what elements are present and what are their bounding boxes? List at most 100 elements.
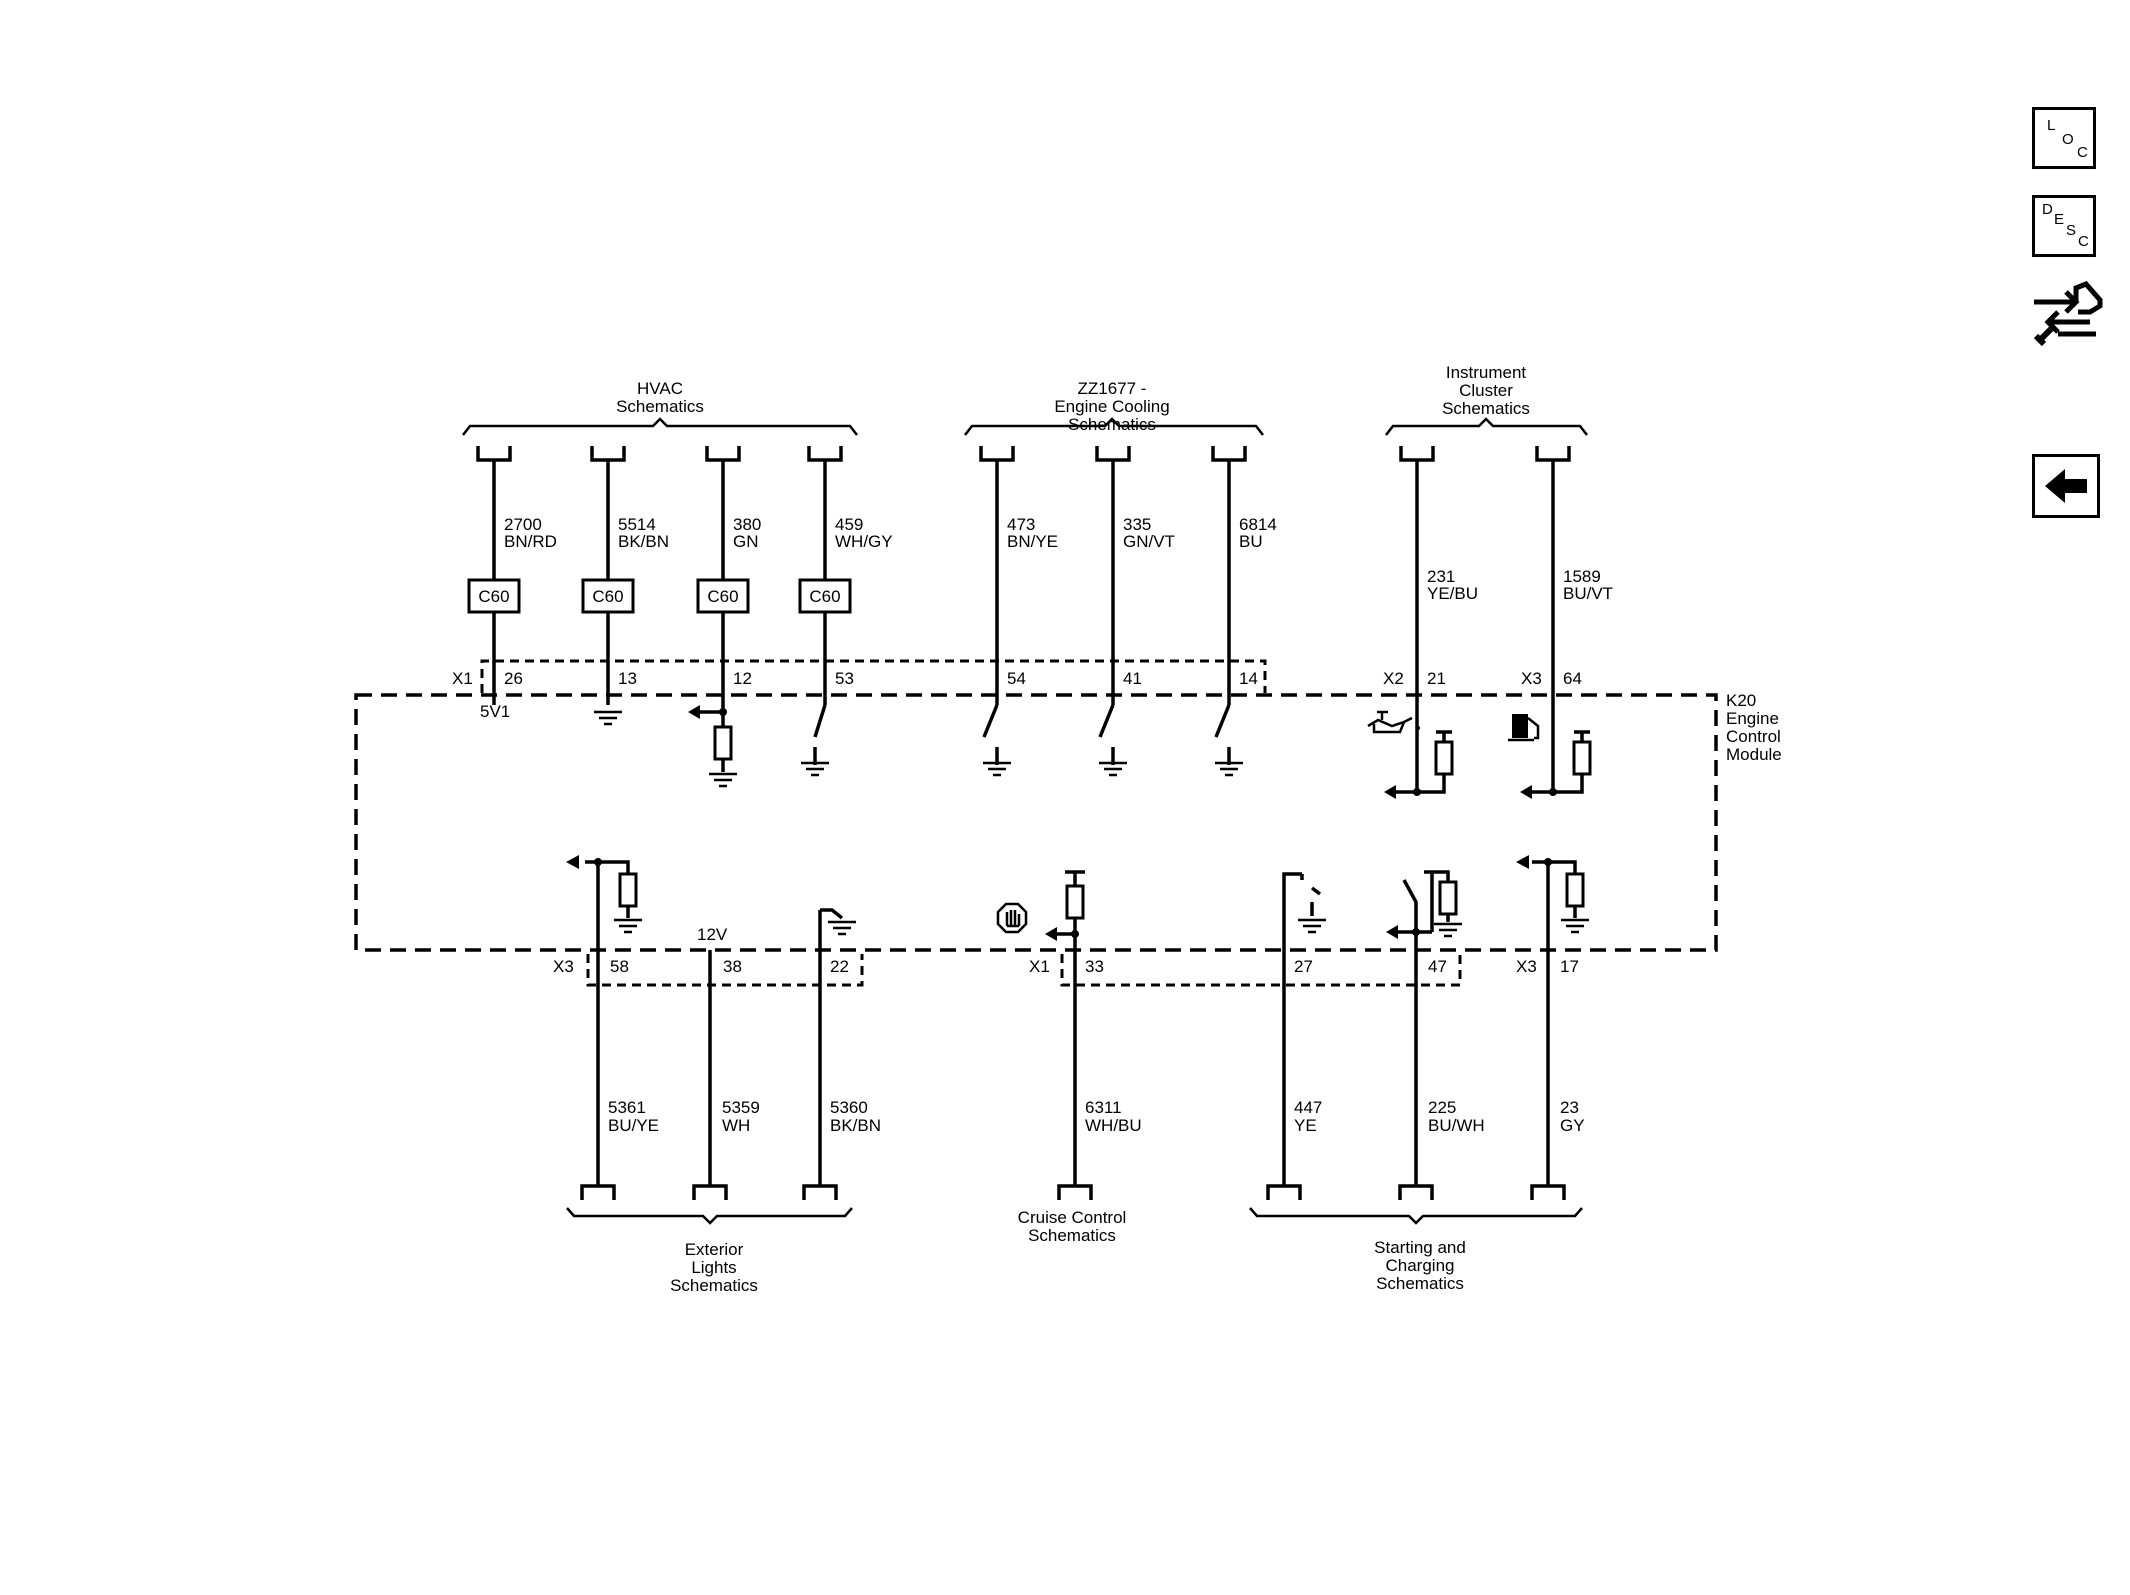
pin-number: 22 bbox=[830, 957, 849, 976]
circuit-color: BK/BN bbox=[618, 532, 669, 551]
back-button[interactable] bbox=[2032, 454, 2100, 518]
pin-number: 27 bbox=[1294, 957, 1313, 976]
desc-letter-1: D bbox=[2042, 201, 2053, 218]
starting-label-2: Charging bbox=[1386, 1256, 1455, 1275]
circuit-color: GY bbox=[1560, 1116, 1585, 1135]
pin-33-circuit bbox=[1045, 870, 1085, 1020]
pin-58-circuit bbox=[566, 855, 642, 934]
circuit-color: BU/WH bbox=[1428, 1116, 1485, 1135]
cruise-label-1: Cruise Control bbox=[1018, 1208, 1127, 1227]
circuit-number: 5514 bbox=[618, 515, 656, 534]
circuit-number: 335 bbox=[1123, 515, 1151, 534]
circuit-number: 5361 bbox=[608, 1098, 646, 1117]
desc-button[interactable]: D E S C bbox=[2032, 195, 2096, 257]
pin-number: 17 bbox=[1560, 957, 1579, 976]
pin-number: 47 bbox=[1428, 957, 1447, 976]
pin-22-circuit bbox=[818, 908, 856, 950]
cluster-label-1: Instrument bbox=[1446, 363, 1527, 382]
circuit-number: 6814 bbox=[1239, 515, 1277, 534]
x3-bottom-connector-body bbox=[586, 954, 864, 987]
cluster-label-3: Schematics bbox=[1442, 399, 1530, 418]
switch-to-ground-41 bbox=[1098, 704, 1127, 777]
c60-label-1: C60 bbox=[478, 587, 509, 606]
bottom-wires bbox=[596, 862, 1550, 1186]
circuit-color: GN/VT bbox=[1123, 532, 1175, 551]
loc-button[interactable]: L O C bbox=[2032, 107, 2096, 169]
supply-5v-label: 5V1 bbox=[480, 702, 510, 721]
exterior-label-2: Lights bbox=[691, 1258, 736, 1277]
circuit-number: 2700 bbox=[504, 515, 542, 534]
loc-letter-2: O bbox=[2062, 131, 2074, 148]
x2-top-connector-id: X2 bbox=[1383, 669, 1404, 688]
exterior-label-1: Exterior bbox=[685, 1240, 744, 1259]
cluster-brace bbox=[1385, 417, 1588, 436]
hvac-brace bbox=[462, 417, 858, 436]
cruise-label-2: Schematics bbox=[1028, 1226, 1116, 1245]
circuit-number: 380 bbox=[733, 515, 761, 534]
bottom-pin-labels: X3 58 38 22 X1 33 27 47 X3 17 bbox=[553, 957, 1579, 976]
pin-number: 26 bbox=[504, 669, 523, 688]
x1-bottom-connector-id: X1 bbox=[1029, 957, 1050, 976]
circuit-color: WH bbox=[722, 1116, 750, 1135]
pin-number: 58 bbox=[610, 957, 629, 976]
x1-top-connector-body bbox=[480, 659, 1267, 693]
circuit-number: 473 bbox=[1007, 515, 1035, 534]
c60-connectors: C60 C60 C60 C60 bbox=[467, 578, 852, 614]
bottom-circuit-labels: 5361 BU/YE 5359 WH 5360 BK/BN 6311 WH/BU… bbox=[608, 1098, 1585, 1135]
switch-to-ground-53 bbox=[801, 704, 829, 777]
bottom-terminals bbox=[580, 1184, 1566, 1200]
circuit-color: GN bbox=[733, 532, 759, 551]
circuit-number: 447 bbox=[1294, 1098, 1322, 1117]
diagnostic-connector-button[interactable] bbox=[2030, 278, 2104, 350]
pin-number: 14 bbox=[1239, 669, 1258, 688]
c60-label-2: C60 bbox=[592, 587, 623, 606]
circuit-number: 5359 bbox=[722, 1098, 760, 1117]
ground-symbol bbox=[594, 710, 622, 726]
pin-17-circuit bbox=[1516, 855, 1589, 934]
desc-letter-3: S bbox=[2066, 222, 2077, 239]
pin-number: 12 bbox=[733, 669, 752, 688]
x1-bottom-connector-body bbox=[1060, 954, 1462, 987]
x1-top-connector-id: X1 bbox=[452, 669, 473, 688]
pin-27-circuit bbox=[1282, 872, 1326, 950]
top-pin-labels: X1 26 13 12 53 54 41 14 X2 21 X3 64 5V1 bbox=[452, 669, 1582, 721]
circuit-number: 6311 bbox=[1085, 1098, 1122, 1117]
module-id: K20 bbox=[1726, 691, 1756, 710]
circuit-color: YE/BU bbox=[1427, 584, 1478, 603]
pin-number: 33 bbox=[1085, 957, 1104, 976]
pin-number: 53 bbox=[835, 669, 854, 688]
pin-47-circuit bbox=[1386, 870, 1462, 939]
x3-bottom-connector-id-2: X3 bbox=[1516, 957, 1537, 976]
fuel-pump-icon bbox=[1508, 714, 1540, 742]
module-name-1: Engine bbox=[1726, 709, 1779, 728]
pin-12-circuit bbox=[688, 705, 737, 788]
starting-brace bbox=[1249, 1207, 1583, 1225]
cooling-label-2: Engine Cooling bbox=[1054, 397, 1169, 416]
starting-label-3: Schematics bbox=[1376, 1274, 1464, 1293]
pin-number: 21 bbox=[1427, 669, 1446, 688]
pin-21-circuit bbox=[1384, 730, 1454, 799]
circuit-number: 23 bbox=[1560, 1098, 1579, 1117]
circuit-number: 231 bbox=[1427, 567, 1455, 586]
top-wires bbox=[492, 460, 1555, 792]
oil-pressure-icon bbox=[1367, 710, 1420, 734]
starting-label-1: Starting and bbox=[1374, 1238, 1466, 1257]
hvac-label-2: Schematics bbox=[616, 397, 704, 416]
circuit-color: BU/VT bbox=[1563, 584, 1613, 603]
pin-number: 41 bbox=[1123, 669, 1142, 688]
desc-letter-4: C bbox=[2078, 233, 2089, 250]
circuit-color: BN/RD bbox=[504, 532, 557, 551]
cooling-label-3: Schematics bbox=[1068, 415, 1156, 434]
circuit-color: BU bbox=[1239, 532, 1263, 551]
circuit-number: 459 bbox=[835, 515, 863, 534]
circuit-color: BK/BN bbox=[830, 1116, 881, 1135]
pin-number: 64 bbox=[1563, 669, 1582, 688]
cooling-brace bbox=[964, 417, 1264, 436]
cruise-hand-icon bbox=[996, 902, 1028, 934]
top-circuit-labels: 2700 BN/RD 5514 BK/BN 380 GN 459 WH/GY 4… bbox=[504, 515, 1613, 603]
top-terminals bbox=[476, 446, 1571, 462]
circuit-color: BU/YE bbox=[608, 1116, 659, 1135]
loc-letter-1: L bbox=[2047, 117, 2056, 134]
cluster-label-2: Cluster bbox=[1459, 381, 1513, 400]
module-name-3: Module bbox=[1726, 745, 1782, 764]
